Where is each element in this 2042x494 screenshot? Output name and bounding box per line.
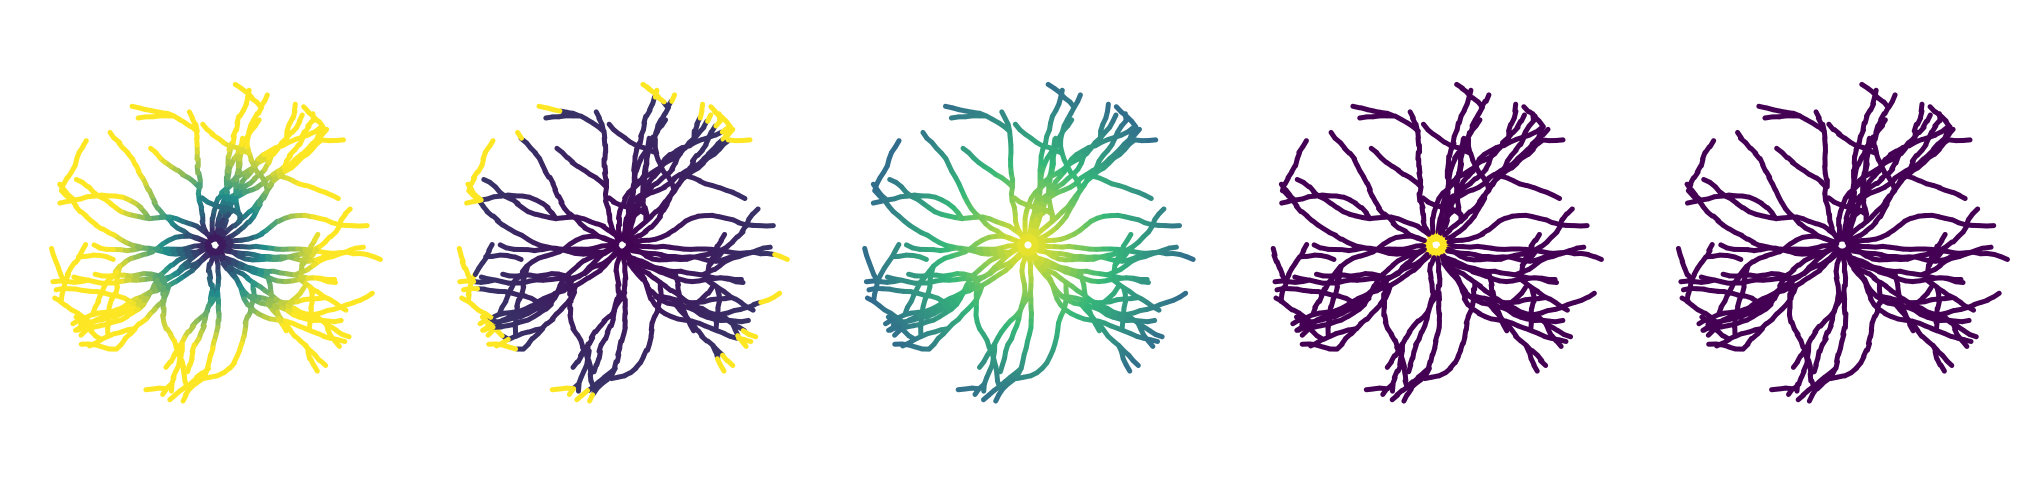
panel-4-tree <box>1270 81 1604 404</box>
panel-4-branches <box>1270 81 1604 404</box>
panel-1-tree <box>49 81 383 404</box>
panel-3 <box>828 0 1228 494</box>
panel-5-branches <box>1675 81 2010 404</box>
panel-5 <box>1642 0 2042 494</box>
panel-5-tree <box>1675 81 2010 404</box>
panel-3-tree <box>862 81 1196 404</box>
panel-2-tree <box>456 81 790 404</box>
panel-2-branches <box>456 81 790 404</box>
panel-4 <box>1236 0 1636 494</box>
panel-2 <box>422 0 822 494</box>
panel-1 <box>15 0 415 494</box>
panel-3-branches <box>862 81 1196 404</box>
panel-1-branches <box>49 81 383 404</box>
